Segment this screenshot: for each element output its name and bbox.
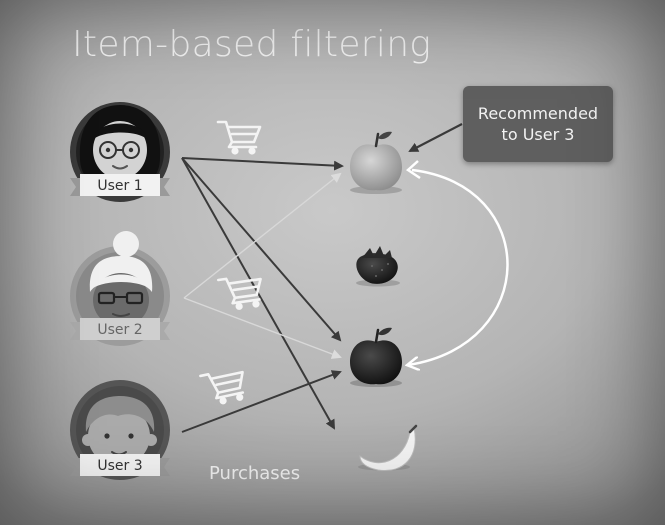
- arrow-user2-green-apple: [183, 172, 342, 299]
- recommendation-line-2: to User 3: [501, 125, 575, 144]
- user-3-label-ribbon: User 3: [70, 454, 170, 476]
- page-title: Item-based filtering: [72, 24, 432, 65]
- item-banana: [358, 424, 418, 472]
- similarity-arrow: [408, 168, 509, 365]
- user-3-label: User 3: [97, 458, 142, 474]
- user-1-label-ribbon: User 1: [70, 174, 170, 196]
- item-strawberry: [356, 246, 400, 287]
- item-green-apple: [350, 131, 402, 194]
- arrow-recommendation: [408, 123, 463, 152]
- shopping-cart-icon: [216, 277, 262, 310]
- recommendation-box: Recommended to User 3: [463, 86, 613, 162]
- shopping-cart-icon: [199, 370, 245, 405]
- arrow-user3-red-apple: [181, 370, 342, 433]
- user-2-label-ribbon: User 2: [70, 318, 170, 340]
- arrow-user1-red-apple: [181, 157, 342, 342]
- arrow-user1-green-apple: [181, 157, 344, 171]
- arrow-user2-red-apple: [183, 297, 342, 359]
- user-2-label: User 2: [97, 322, 142, 338]
- purchase-arrows: [181, 123, 509, 433]
- recommendation-line-1: Recommended: [477, 104, 599, 123]
- user-1-label: User 1: [97, 178, 142, 194]
- purchases-label: Purchases: [209, 463, 301, 484]
- similarity-arrow-head-top: [405, 160, 421, 180]
- item-red-apple: [350, 327, 402, 387]
- shopping-cart-icon: [216, 120, 262, 155]
